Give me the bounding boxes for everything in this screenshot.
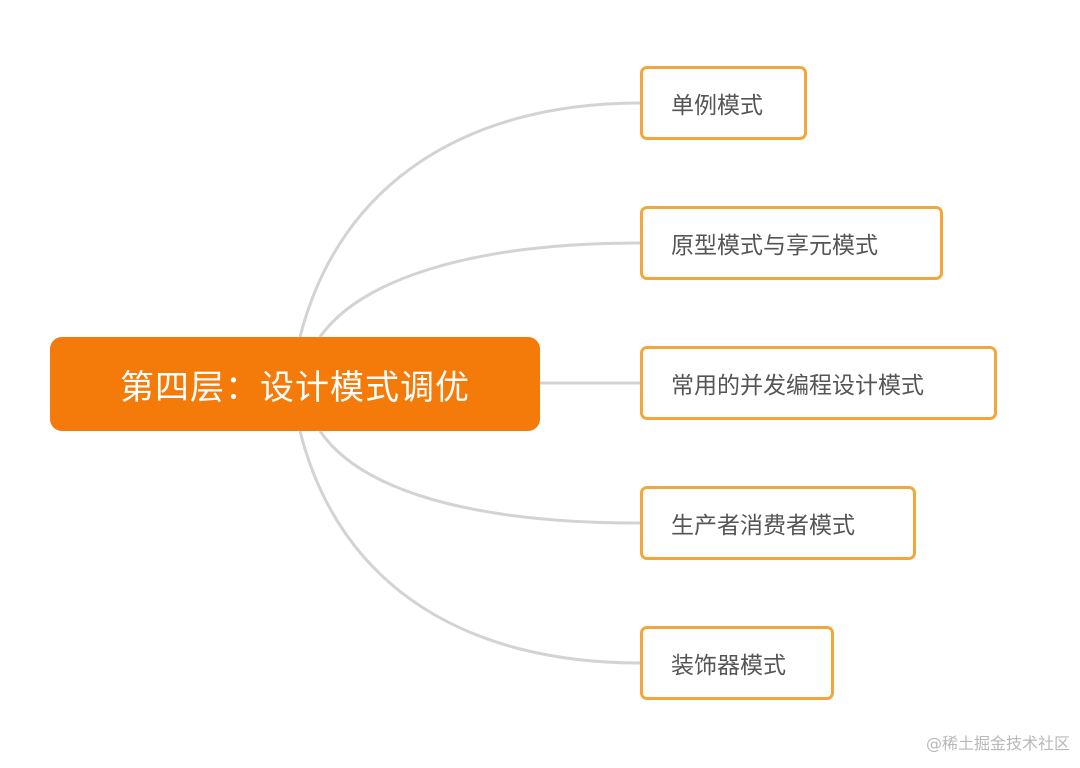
child-label: 单例模式 [671, 93, 763, 119]
connector-to-child-2 [318, 241, 641, 338]
child-node-producer-consumer[interactable]: 生产者消费者模式 [640, 486, 916, 560]
connector-to-child-1 [298, 101, 641, 338]
root-label: 第四层：设计模式调优 [120, 367, 470, 408]
watermark-text: @稀土掘金技术社区 [925, 734, 1070, 753]
child-node-prototype-flyweight[interactable]: 原型模式与享元模式 [640, 206, 943, 280]
child-label: 常用的并发编程设计模式 [671, 373, 924, 399]
child-label: 装饰器模式 [671, 653, 786, 679]
child-node-decorator[interactable]: 装饰器模式 [640, 626, 834, 700]
connector-to-child-4 [318, 430, 641, 525]
root-node[interactable]: 第四层：设计模式调优 [50, 337, 540, 431]
child-label: 原型模式与享元模式 [671, 233, 878, 259]
child-label: 生产者消费者模式 [671, 513, 855, 539]
child-node-concurrency-patterns[interactable]: 常用的并发编程设计模式 [640, 346, 997, 420]
connector-to-child-5 [298, 430, 641, 665]
child-node-singleton[interactable]: 单例模式 [640, 66, 807, 140]
